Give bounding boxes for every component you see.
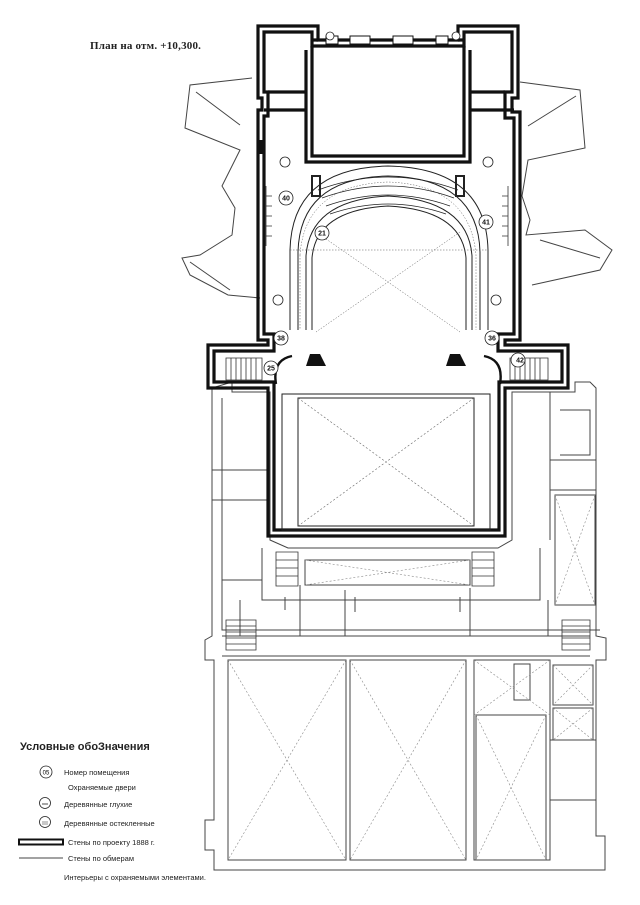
legend-walls-measured: Стены по обмерам bbox=[68, 854, 134, 863]
hall-left bbox=[227, 659, 347, 861]
stair-right bbox=[509, 357, 549, 381]
legend-wooden-solid: Деревянные глухие bbox=[64, 800, 133, 809]
legend-room-symbol-label: 05 bbox=[43, 771, 50, 777]
legend-room-symbol: 05 bbox=[39, 765, 53, 779]
auditorium-outer bbox=[289, 165, 489, 330]
legend-wall-measured-symbol bbox=[19, 857, 63, 859]
wall-1888-inner bbox=[212, 30, 564, 532]
legend-walls-1888: Стены по проекту 1888 г. bbox=[68, 838, 155, 847]
legend-title: Условные обоЗначения bbox=[20, 741, 150, 753]
legend-door-glazed-symbol bbox=[39, 816, 51, 828]
wall-1888-outer bbox=[206, 24, 570, 538]
hall-stage bbox=[297, 397, 475, 527]
room-label-21: 21 bbox=[318, 231, 326, 238]
hall-right bbox=[473, 659, 551, 861]
legend-wooden-glazed: Деревянные остекленные bbox=[64, 819, 155, 828]
legend-room-number: Номер помещения bbox=[64, 768, 130, 777]
room-label-36: 36 bbox=[488, 336, 496, 343]
stair-left bbox=[225, 357, 263, 381]
room-label-42: 42 bbox=[516, 358, 524, 365]
plan-title: План на отм. +10,300. bbox=[90, 40, 202, 52]
lower-building-outline bbox=[204, 381, 607, 871]
room-label-38: 38 bbox=[277, 336, 285, 343]
room-label-25: 25 bbox=[267, 366, 275, 373]
legend-wall-1888-symbol bbox=[18, 838, 64, 846]
room-label-41: 41 bbox=[482, 220, 490, 227]
legend-interiors: Интерьеры с охраняемыми элементами. bbox=[64, 873, 206, 882]
legend-door-solid-symbol bbox=[39, 797, 51, 809]
annex-left bbox=[181, 77, 261, 299]
hall-center bbox=[349, 659, 467, 861]
legend-protected-doors: Охраняемые двери bbox=[68, 783, 136, 792]
annex-right bbox=[519, 81, 613, 286]
room-label-40: 40 bbox=[282, 196, 290, 203]
